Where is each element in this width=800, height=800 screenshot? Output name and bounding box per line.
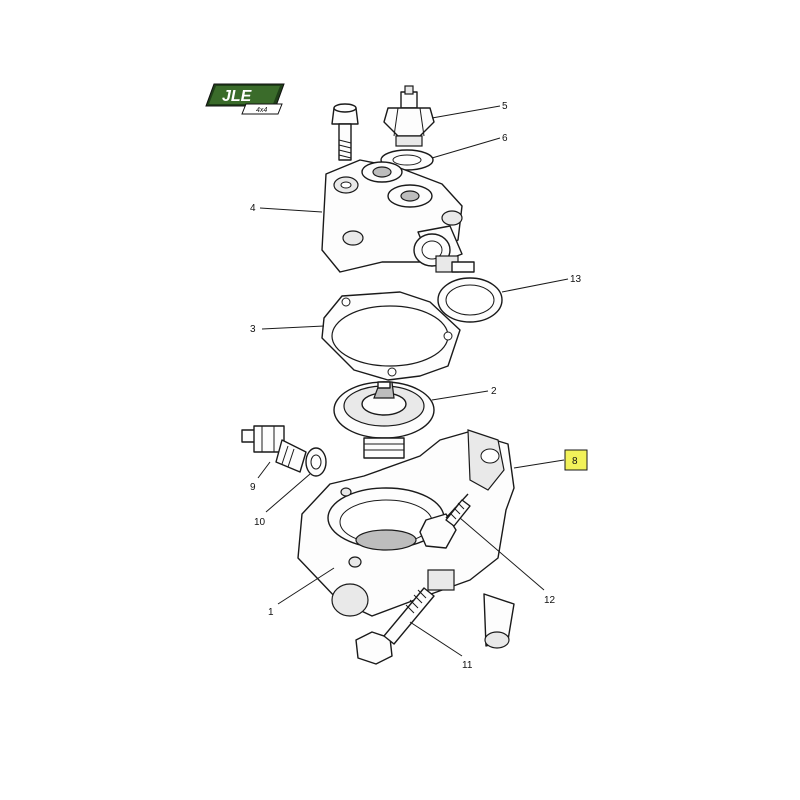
part-5-temperature-sender [383, 85, 435, 147]
logo-subtext: 4x4 [256, 107, 267, 114]
callout-9[interactable]: 9 [250, 482, 256, 493]
part-9-sensor-switch [241, 425, 307, 473]
callout-4[interactable]: 4 [250, 203, 256, 214]
part-3-gasket [321, 291, 461, 381]
part-13-hose-clip [435, 255, 503, 323]
part-10-washer [305, 447, 327, 477]
callout-1[interactable]: 1 [268, 607, 274, 618]
callout-6[interactable]: 6 [502, 133, 508, 144]
part-1-thermostat-housing [297, 429, 515, 649]
callout-2[interactable]: 2 [491, 386, 497, 397]
callout-11[interactable]: 11 [462, 660, 473, 671]
callout-5[interactable]: 5 [502, 101, 508, 112]
callout-8-highlight[interactable] [564, 449, 588, 471]
logo-text: JLE [222, 88, 253, 105]
jle-logo: JLE 4x4 [205, 83, 285, 115]
part-4-outlet-housing [321, 159, 463, 273]
part-2-thermostat [333, 381, 435, 459]
callout-3[interactable]: 3 [250, 324, 256, 335]
callout-13[interactable]: 13 [570, 274, 582, 285]
part-12-bolt [419, 493, 471, 549]
callout-8[interactable]: 8 [572, 456, 578, 467]
callout-12[interactable]: 12 [544, 595, 556, 606]
leader-lines [257, 105, 569, 657]
housing-bolt [331, 103, 359, 161]
callout-10[interactable]: 10 [254, 517, 266, 528]
part-11-long-bolt [355, 587, 435, 665]
